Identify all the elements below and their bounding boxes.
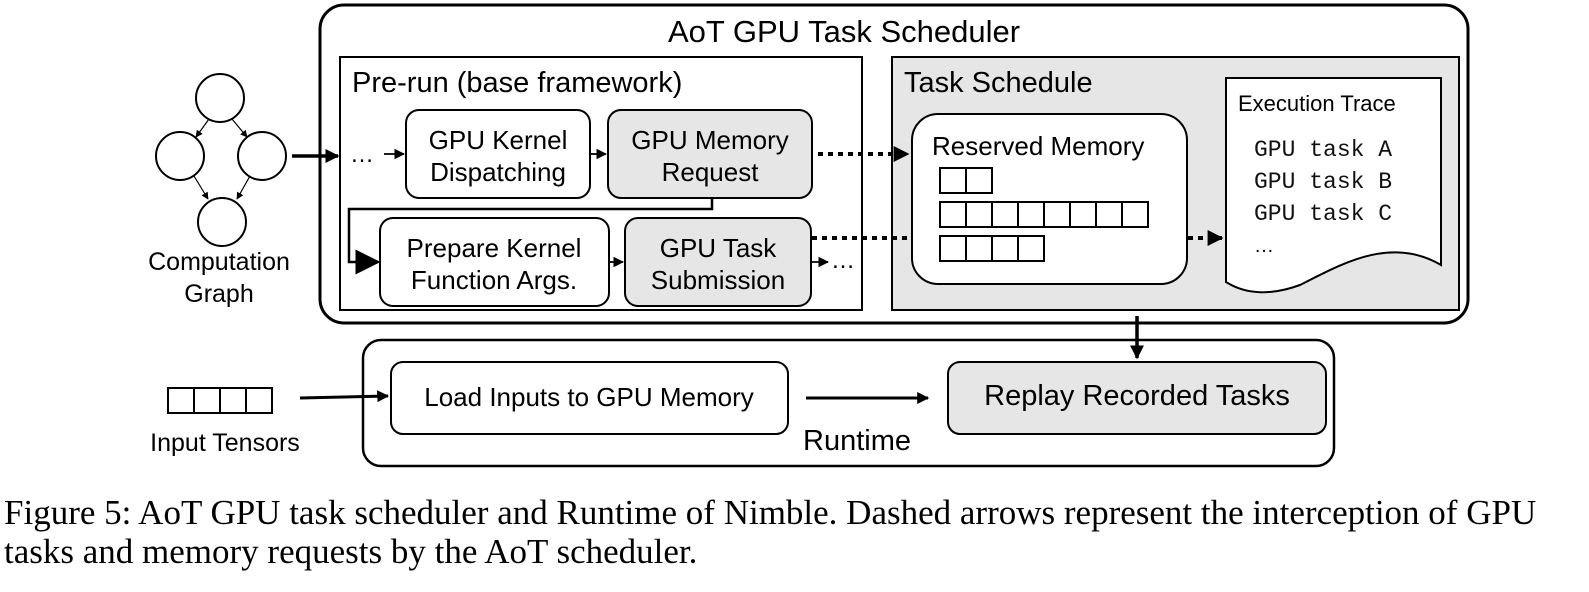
prepare-args-line1: Prepare Kernel xyxy=(407,233,582,263)
reserved-memory-blocks xyxy=(939,167,1149,262)
memory-block xyxy=(1069,201,1097,228)
memory-request-box xyxy=(607,109,813,199)
memory-block xyxy=(991,201,1019,228)
prepare-args-line2: Function Args. xyxy=(411,265,577,295)
figure-diagram: AoT GPU Task Scheduler Pre-run (base fra… xyxy=(148,3,1470,468)
load-inputs-box xyxy=(390,361,789,435)
memory-block xyxy=(1043,201,1071,228)
tensors-to-load-arrow xyxy=(299,390,390,403)
trace-item: … xyxy=(1254,235,1274,257)
graph-node xyxy=(155,131,205,181)
tensor-cell xyxy=(167,387,195,414)
memory-block xyxy=(1121,201,1149,228)
memory-block xyxy=(939,167,967,194)
graph-edge xyxy=(236,175,251,200)
prerun-ellipsis-in: … xyxy=(350,141,374,168)
trace-item: GPU task B xyxy=(1254,169,1392,195)
replay-label: Replay Recorded Tasks xyxy=(984,380,1290,412)
kernel-dispatch-line1: GPU Kernel xyxy=(429,125,568,155)
runtime-label: Runtime xyxy=(803,425,911,457)
graph-node xyxy=(237,131,287,181)
input-tensors-icon xyxy=(167,387,273,414)
replay-box xyxy=(947,361,1327,435)
tensor-cell xyxy=(245,387,273,414)
memory-block xyxy=(1095,201,1123,228)
load-inputs-label: Load Inputs to GPU Memory xyxy=(424,382,753,412)
scheduler-title: AoT GPU Task Scheduler xyxy=(668,14,1020,49)
execution-trace-box xyxy=(1225,77,1442,294)
prerun-title: Pre-run (base framework) xyxy=(352,67,682,99)
memory-block xyxy=(939,235,967,262)
computation-graph-label-1: Computation xyxy=(148,248,290,276)
task-submission-line2: Submission xyxy=(651,265,785,295)
computation-graph xyxy=(155,73,287,247)
execution-trace-title: Execution Trace xyxy=(1238,91,1396,116)
graph-node xyxy=(195,73,245,123)
memory-block xyxy=(991,235,1019,262)
trace-item: GPU task A xyxy=(1254,137,1392,163)
task-submission-line1: GPU Task xyxy=(660,233,778,263)
memory-block xyxy=(1017,235,1045,262)
memory-block xyxy=(939,201,967,228)
trace-item: GPU task C xyxy=(1254,201,1392,227)
graph-edge xyxy=(231,118,248,138)
figure-caption: Figure 5: AoT GPU task scheduler and Run… xyxy=(4,493,1537,571)
memory-to-prepare-connector xyxy=(347,198,714,275)
graph-edge xyxy=(195,118,210,138)
tensor-cell xyxy=(193,387,221,414)
graph-node xyxy=(197,197,247,247)
computation-graph-label-2: Graph xyxy=(184,280,253,308)
prerun-ellipsis-out: … xyxy=(831,247,855,274)
memory-request-line2: Request xyxy=(662,157,760,187)
graph-edge xyxy=(193,175,209,200)
reserved-memory-title: Reserved Memory xyxy=(932,131,1144,161)
memory-request-line1: GPU Memory xyxy=(631,125,788,155)
task-schedule-title: Task Schedule xyxy=(904,67,1093,99)
memory-block xyxy=(1017,201,1045,228)
kernel-dispatch-line2: Dispatching xyxy=(430,157,566,187)
tensor-cell xyxy=(219,387,247,414)
memory-block xyxy=(965,167,993,194)
memory-block xyxy=(965,201,993,228)
input-tensors-label: Input Tensors xyxy=(150,429,300,457)
memory-block xyxy=(965,235,993,262)
